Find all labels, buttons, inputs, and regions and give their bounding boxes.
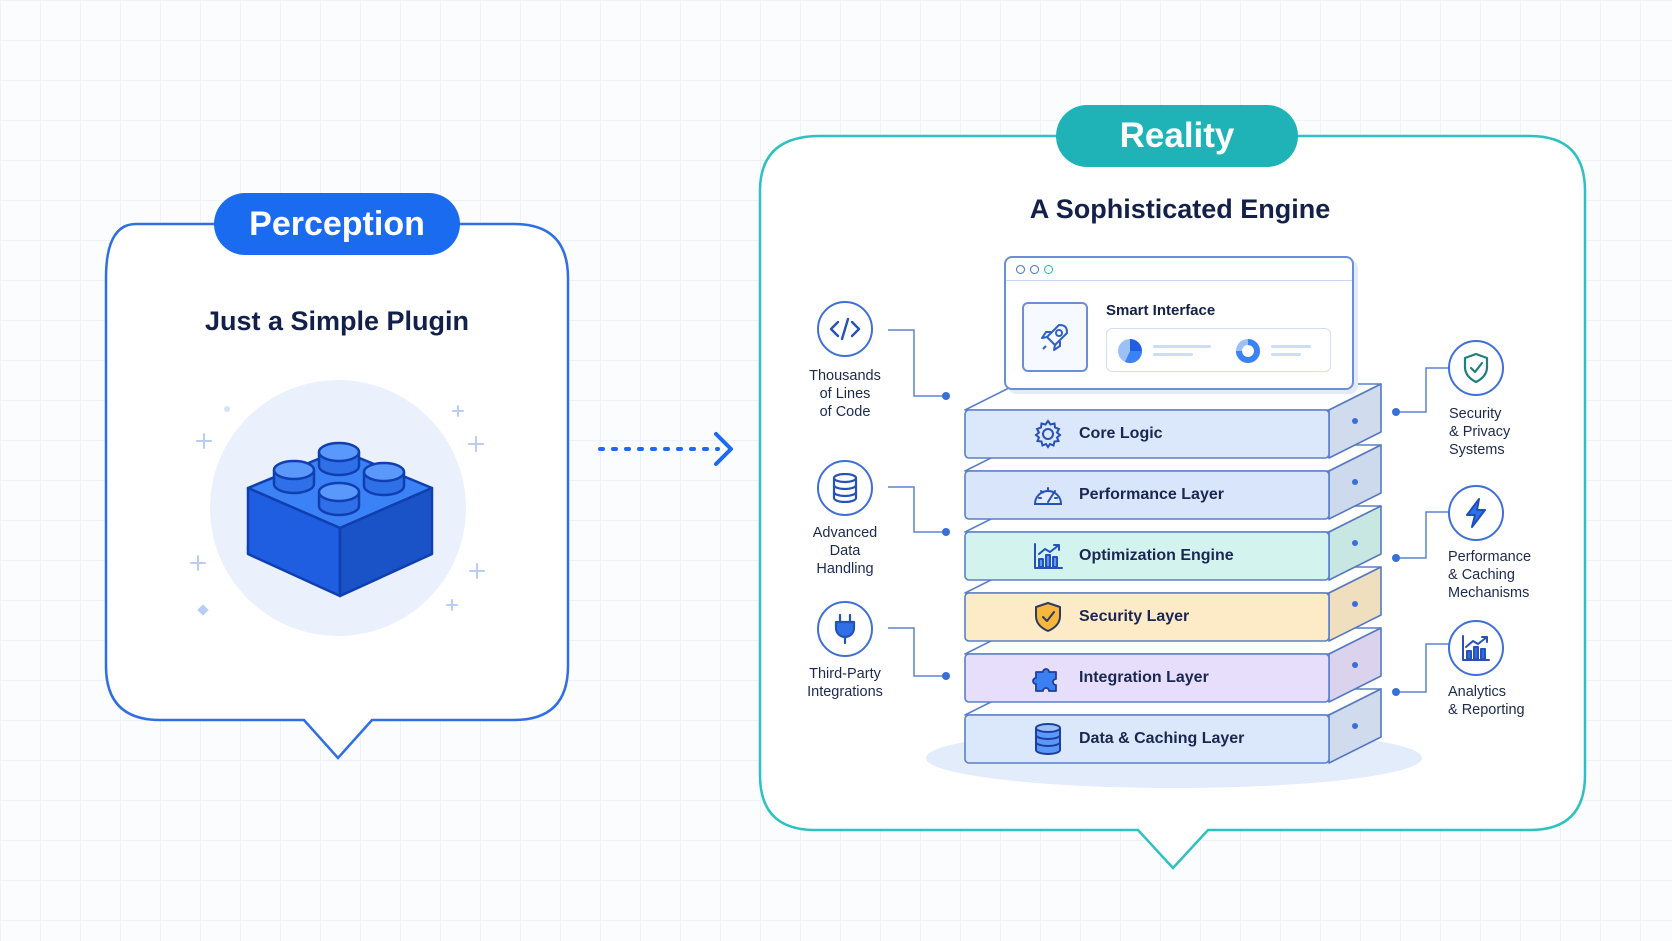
arrow-connector <box>598 432 733 466</box>
smart-interface-title: Smart Interface <box>1106 302 1216 319</box>
layer-label-text: Security Layer <box>1079 608 1190 625</box>
shield-check-icon <box>1448 340 1504 396</box>
code-icon <box>817 301 873 357</box>
feature-label-performance: Performance & Caching Mechanisms <box>1448 549 1532 601</box>
layer-label: Integration Layer <box>1031 662 1209 694</box>
layer-label: Security Layer <box>1031 601 1189 633</box>
reality-badge: Reality <box>1056 105 1298 167</box>
perception-title: Just a Simple Plugin <box>204 306 470 336</box>
layer-label: Data & Caching Layer <box>1031 723 1244 755</box>
gear-icon <box>1031 419 1065 449</box>
plug-icon <box>817 601 873 657</box>
feature-label-code: Thousands of Lines of Code <box>809 368 881 420</box>
database-icon <box>1031 723 1065 755</box>
smart-interface-window: Smart Interface <box>1004 256 1354 390</box>
layer-label-text: Integration Layer <box>1079 669 1209 686</box>
window-dot-icon <box>1030 264 1039 274</box>
window-dot-icon <box>1016 264 1025 274</box>
feature-label-security: Security & Privacy Systems <box>1449 406 1511 458</box>
pie-chart-icon <box>1118 339 1143 364</box>
rocket-icon <box>1022 302 1088 372</box>
speedometer-icon <box>1031 480 1065 510</box>
database-icon <box>817 460 873 516</box>
right-connectors <box>1396 367 1450 693</box>
lightning-icon <box>1448 485 1504 541</box>
layer-label-text: Performance Layer <box>1079 486 1224 503</box>
puzzle-icon <box>1031 663 1065 693</box>
layer-label-text: Optimization Engine <box>1079 547 1234 564</box>
layer-label: Optimization Engine <box>1031 540 1234 572</box>
window-titlebar <box>1006 258 1352 281</box>
donut-chart-icon <box>1236 339 1260 363</box>
layer-label-text: Core Logic <box>1079 425 1163 442</box>
layer-label: Performance Layer <box>1031 479 1224 511</box>
layer-label: Core Logic <box>1031 418 1163 450</box>
reality-badge-label: Reality <box>1119 116 1235 155</box>
sparkle-decorations <box>190 405 485 611</box>
feature-label-data: Advanced Data Handling <box>812 525 878 577</box>
layer-slab <box>964 383 1382 459</box>
left-connectors <box>888 329 946 677</box>
perception-badge-label: Perception <box>249 204 425 243</box>
lego-brick-icon <box>246 441 434 598</box>
reality-title: A Sophisticated Engine <box>1029 194 1331 224</box>
window-dot-icon <box>1044 264 1053 274</box>
feature-label-analytics: Analytics & Reporting <box>1448 684 1525 718</box>
perception-badge: Perception <box>214 193 460 255</box>
feature-label-integrations: Third-Party Integrations <box>807 666 883 700</box>
dashboard-widgets <box>1106 328 1331 372</box>
layer-label-text: Data & Caching Layer <box>1079 730 1245 747</box>
analytics-icon <box>1448 620 1504 676</box>
chart-icon <box>1031 541 1065 571</box>
shield-icon <box>1031 602 1065 632</box>
